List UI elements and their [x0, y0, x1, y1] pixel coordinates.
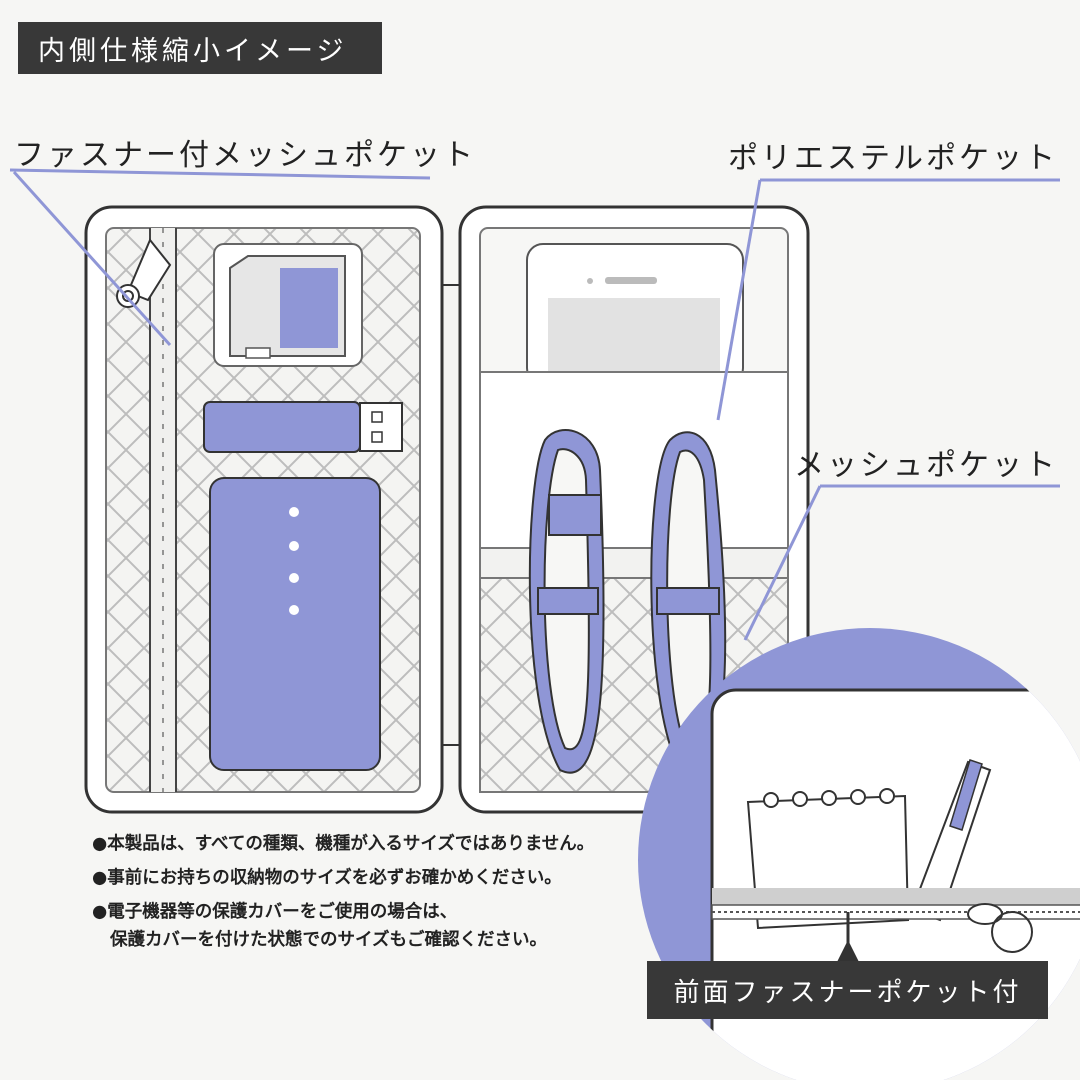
note-item: ●本製品は、すべての種類、機種が入るサイズではありません。 — [92, 834, 595, 854]
notes-list: ●本製品は、すべての種類、機種が入るサイズではありません。 ●事前にお持ちの収納… — [92, 830, 594, 960]
page-title-badge: 内側仕様縮小イメージ — [18, 22, 382, 74]
cable-icon-right — [650, 431, 727, 774]
leader-lines — [9, 168, 1060, 641]
right-panel — [458, 205, 810, 814]
callout-zip-mesh-pocket: ファスナー付メッシュポケット — [14, 138, 476, 173]
polyester-pocket — [479, 371, 789, 573]
callout-mesh-pocket: メッシュポケット — [794, 448, 1058, 483]
pointer-arrow — [837, 940, 859, 962]
elastic-band — [479, 547, 789, 579]
note-item: ●事前にお持ちの収納物のサイズを必ずお確かめください。 — [92, 868, 562, 888]
callout-polyester-pocket: ポリエステルポケット — [728, 141, 1058, 176]
battery-icon — [209, 477, 381, 771]
sd-card-icon — [213, 243, 363, 367]
zipper-track — [149, 228, 177, 792]
note-item: ●電子機器等の保護カバーをご使用の場合は、 — [92, 902, 458, 922]
pen-icon — [910, 759, 992, 922]
left-panel — [84, 205, 444, 814]
cable-icon-left — [528, 429, 605, 774]
phone-icon — [526, 243, 744, 385]
zipper-pull-icon — [967, 903, 1033, 953]
usb-stick-icon — [203, 401, 403, 453]
note-item: 保護カバーを付けた状態でのサイズもご確認ください。 — [110, 930, 547, 950]
front-zip-pocket-label: 前面ファスナーポケット付 — [647, 961, 1048, 1019]
